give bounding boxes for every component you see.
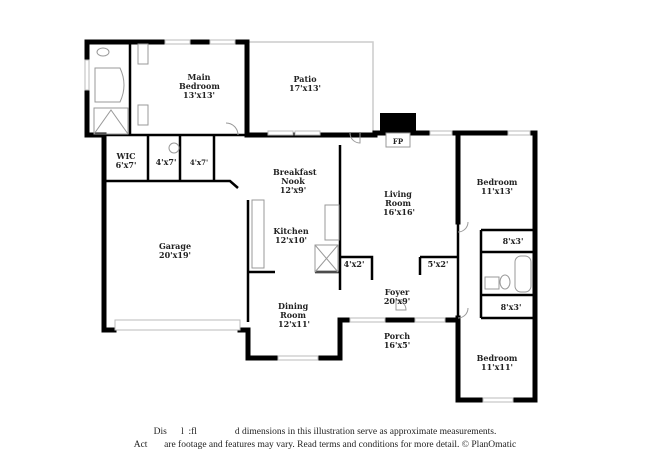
room-dimension: 11'x11' (481, 362, 513, 372)
room-dimension: 6'x7' (115, 160, 137, 170)
room-dimension: 5'x2' (427, 259, 449, 269)
patio-outline (247, 41, 374, 133)
room-dimension: 4'x7' (189, 158, 209, 167)
room-dimension: 16'x16' (383, 207, 415, 217)
room-closet-e: 4'x2' (344, 260, 365, 269)
disclaimer-line-1: Dis l :fl d dimensions in this illustrat… (153, 427, 497, 437)
disclaimer-line-2: Act are footage and features may vary. R… (133, 440, 517, 450)
room-closet-b: 4'x7' (190, 158, 208, 167)
room-name: Dining Room (278, 301, 309, 320)
room-name: Kitchen (273, 226, 309, 236)
room-name: Living Room (384, 189, 412, 208)
room-dimension: 12'x11' (278, 319, 310, 329)
room-dimension: 12'x10' (275, 235, 307, 245)
room-dimension: 17'x13' (289, 83, 321, 93)
room-dimension: 4'x7' (155, 157, 177, 167)
room-dimension: 16'x5' (383, 340, 411, 350)
room-dimension: 20'x9' (383, 296, 411, 306)
room-closet-c: 8'x3' (503, 237, 524, 246)
room-dimension: 11'x13' (481, 186, 513, 196)
room-closet-f: 5'x2' (428, 260, 449, 269)
room-name: WIC (116, 151, 136, 161)
room-dimension: 8'x3' (502, 236, 524, 246)
room-name: Porch (383, 331, 411, 341)
room-closet-a: 4'x7' (156, 158, 177, 167)
room-name: Garage (158, 241, 192, 251)
fixtures (93, 43, 532, 319)
fireplace-label: FP (392, 137, 404, 146)
chimney (380, 113, 416, 133)
windows (84, 39, 531, 403)
room-dimension: 13'x13' (183, 90, 215, 100)
room-name: Bedroom (476, 353, 518, 363)
room-name: Patio (293, 74, 317, 84)
room-dimension: 8'x3' (500, 302, 522, 312)
room-name: Foyer (384, 287, 410, 297)
room-name: Bedroom (476, 177, 518, 187)
room-name: Main Bedroom (179, 72, 220, 91)
room-dimension: 4'x2' (343, 259, 365, 269)
room-dimension: 12'x9' (279, 185, 307, 195)
room-name: Breakfast Nook (273, 167, 317, 186)
walls (84, 39, 538, 403)
fireplace-box (385, 132, 411, 148)
room-dimension: 20'x19' (159, 250, 191, 260)
room-closet-d: 8'x3' (501, 303, 522, 312)
